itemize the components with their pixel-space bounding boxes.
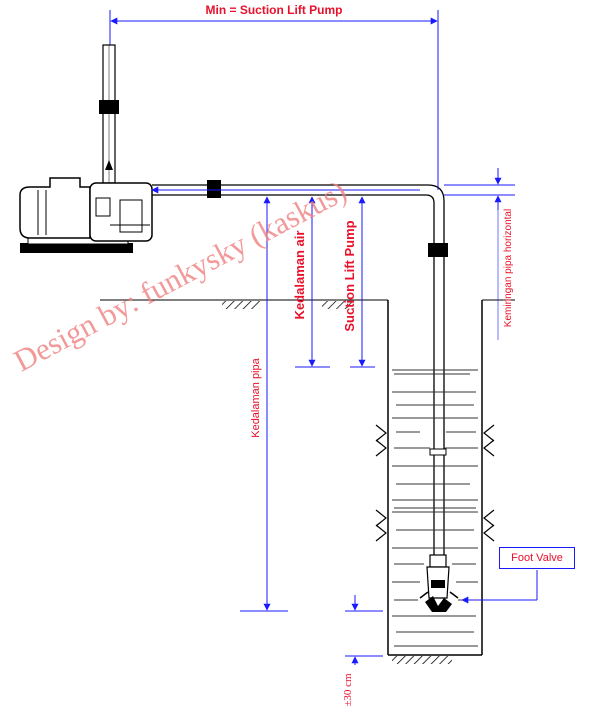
discharge-pipe bbox=[99, 44, 119, 184]
horizontal-slope-label: Kemiringan pipa horizontal bbox=[503, 209, 514, 327]
suction-lift-label: Suction Lift Pump bbox=[342, 220, 357, 331]
foot-valve bbox=[419, 554, 459, 612]
clearance-label: ±30 cm bbox=[342, 673, 354, 707]
top-dimension: Min = Suction Lift Pump bbox=[109, 3, 439, 190]
ground-surface bbox=[100, 299, 515, 309]
suction-pipe bbox=[151, 180, 448, 555]
pipe-depth-label: Kedalaman pipa bbox=[250, 357, 262, 437]
pump bbox=[19, 177, 153, 253]
foot-valve-label: Foot Valve bbox=[511, 552, 563, 564]
well bbox=[375, 300, 495, 664]
top-dimension-label: Min = Suction Lift Pump bbox=[206, 3, 343, 17]
water-depth-label: Kedalaman air bbox=[292, 231, 307, 320]
dimension-lines bbox=[240, 168, 515, 665]
foot-valve-callout: Foot Valve bbox=[499, 547, 575, 569]
